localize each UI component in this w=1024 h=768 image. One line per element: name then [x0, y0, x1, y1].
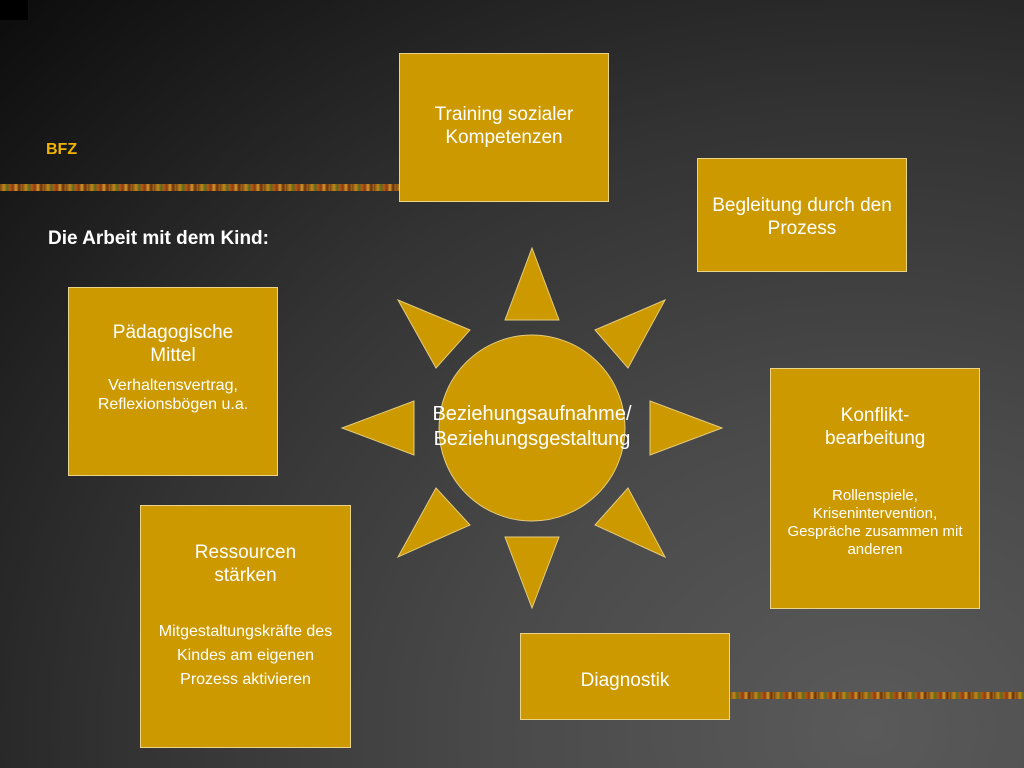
- box-begleitung-title: Begleitung durch den Prozess: [712, 195, 892, 239]
- slide-heading: Die Arbeit mit dem Kind:: [48, 228, 269, 249]
- box-ressourcen-title: Ressourcen stärken: [194, 542, 297, 586]
- center-label: Beziehungsaufnahme/ Beziehungsgestaltung: [392, 402, 672, 452]
- sun-ray-top-right: [594, 298, 667, 369]
- slide-tag: BFZ: [46, 141, 78, 158]
- box-diagnostik-title: Diagnostik: [580, 670, 670, 691]
- sun-ray-bottom: [504, 536, 560, 610]
- box-paedagogisch: Pädagogische Mittel Verhaltensvertrag, R…: [68, 287, 278, 476]
- box-ressourcen-text: Mitgestaltungskräfte des Kindes am eigen…: [158, 622, 333, 688]
- sun-ray-bottom-right: [594, 487, 667, 559]
- box-ressourcen: Ressourcen stärken Mitgestaltungskräfte …: [140, 505, 351, 748]
- corner-mark: [0, 0, 28, 20]
- sun-ray-left: [340, 400, 415, 456]
- sun-core: [438, 334, 626, 522]
- box-training-title: Training sozialer Kompetenzen: [434, 104, 574, 148]
- sun-ray-top: [504, 246, 560, 321]
- box-diagnostik: Diagnostik: [520, 633, 730, 720]
- center-label-line-2: Beziehungsgestaltung: [433, 428, 631, 450]
- decorative-stripe-top: [0, 184, 400, 191]
- box-begleitung: Begleitung durch den Prozess: [697, 158, 907, 272]
- box-konflikt-text: Rollenspiele, Krisenintervention, Gesprä…: [787, 486, 963, 558]
- box-paedagogisch-text: Verhaltensvertrag, Reflexionsbögen u.a.: [97, 376, 249, 413]
- box-konflikt: Konflikt-bearbeitung Rollenspiele, Krise…: [770, 368, 980, 609]
- box-paedagogisch-title: Pädagogische Mittel: [112, 322, 234, 366]
- center-label-line-1: Beziehungsaufnahme/: [432, 403, 632, 425]
- box-training: Training sozialer Kompetenzen: [399, 53, 609, 202]
- box-konflikt-title: Konflikt-bearbeitung: [825, 405, 926, 449]
- sun-ray-bottom-left: [396, 487, 471, 559]
- sun-ray-top-left: [396, 298, 471, 369]
- sun-ray-right: [649, 400, 724, 456]
- decorative-stripe-bottom: [730, 692, 1024, 699]
